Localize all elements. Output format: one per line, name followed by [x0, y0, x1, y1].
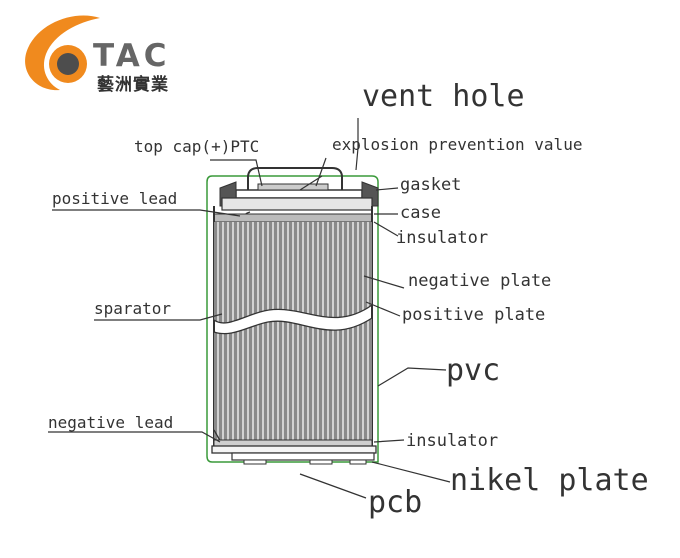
label-case: case [400, 203, 441, 223]
leader-pvc [377, 367, 447, 387]
break-line-lower [213, 317, 373, 335]
label-insulator-bottom: insulator [406, 431, 498, 451]
label-insulator-top: insulator [396, 228, 488, 248]
vent-disc [257, 183, 329, 191]
leader-explosion [299, 157, 327, 191]
logo-brand-text: TAC [93, 38, 171, 74]
logo-chinese-text: 藝洲實業 [97, 75, 169, 95]
label-negative-lead: negative lead [48, 413, 173, 432]
label-top-cap: top cap(+)PTC [134, 137, 259, 156]
leader-insulator-bottom [373, 439, 405, 443]
electrode-stack-upper [214, 222, 372, 323]
leader-top-cap [210, 159, 263, 187]
top-cap [247, 167, 343, 192]
pcb-tab-3 [349, 459, 367, 465]
leader-separator [94, 313, 223, 321]
label-vent-hole: vent hole [362, 79, 525, 114]
case-bottom [211, 445, 377, 454]
leader-negative-lead [48, 431, 221, 443]
leader-insulator-top [373, 221, 399, 237]
leader-gasket [375, 187, 399, 191]
break-line-upper [213, 304, 373, 324]
label-explosion: explosion prevention value [332, 135, 582, 154]
leader-positive-plate [365, 301, 401, 317]
leader-vent-hole [355, 118, 359, 171]
label-positive-plate: positive plate [402, 305, 545, 325]
cap-plate [221, 197, 373, 211]
ptc-layer [235, 189, 363, 199]
pcb-tab-2 [309, 459, 333, 465]
leader-positive-lead [52, 209, 241, 217]
bottom-insulator [213, 439, 373, 447]
label-positive-lead: positive lead [52, 189, 177, 208]
label-nikel-plate: nikel plate [450, 463, 649, 498]
label-separator: sparator [94, 299, 171, 318]
leader-pcb [299, 473, 367, 499]
electrode-stack-lower [214, 318, 372, 440]
logo-core [57, 53, 79, 75]
label-pcb: pcb [368, 485, 422, 520]
leader-negative-plate [363, 275, 405, 289]
tac-logo [25, 15, 100, 91]
label-pvc: pvc [446, 353, 500, 388]
nikel-plate-shape [231, 452, 375, 461]
label-negative-plate: negative plate [408, 271, 551, 291]
pvc-wrap [206, 175, 379, 463]
pcb-tab-1 [243, 459, 267, 465]
leader-nikel-plate [371, 461, 451, 483]
label-gasket: gasket [400, 175, 461, 195]
logo-swoosh [25, 15, 100, 91]
